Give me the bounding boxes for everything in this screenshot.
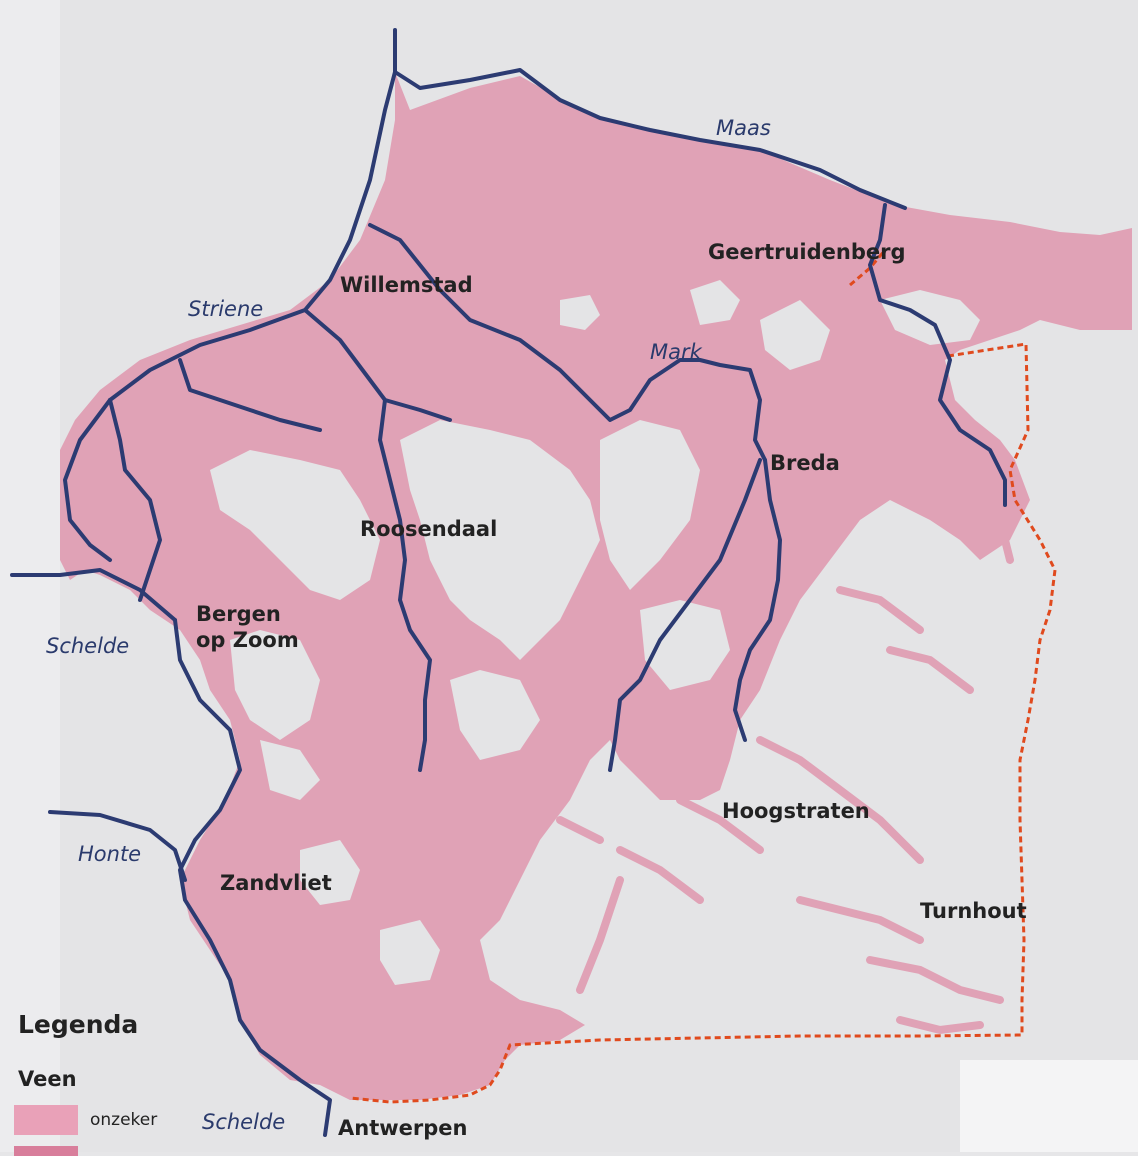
city-antwerpen: Antwerpen [338, 1116, 468, 1140]
city-zandvliet: Zandvliet [220, 871, 332, 895]
city-geertruidenberg: Geertruidenberg [708, 240, 906, 264]
legend-title: Legenda [18, 1010, 139, 1039]
city-turnhout: Turnhout [920, 899, 1027, 923]
city-willemstad: Willemstad [340, 273, 473, 297]
legend-swatch-onzeker [14, 1105, 78, 1135]
non-peat-patches [210, 280, 980, 985]
river-maas: Maas [716, 116, 771, 140]
city-bergen-line1: Bergen [196, 602, 281, 626]
rivers [10, 28, 1007, 1137]
river-schelde-bottom: Schelde [202, 1110, 286, 1134]
river-honte: Honte [78, 842, 142, 866]
legend-subtitle: Veen [18, 1067, 77, 1091]
legend-swatch-next [14, 1146, 78, 1156]
river-schelde-top: Schelde [46, 634, 130, 658]
city-bergen-line2: op Zoom [196, 628, 299, 652]
city-breda: Breda [770, 451, 840, 475]
river-striene: Striene [188, 297, 264, 321]
peat-streaks [556, 476, 1014, 1035]
city-hoogstraten: Hoogstraten [722, 799, 870, 823]
river-mark: Mark [650, 340, 702, 364]
legend-label-onzeker: onzeker [90, 1110, 158, 1130]
border-line [349, 342, 1057, 1104]
city-roosendaal: Roosendaal [360, 517, 498, 541]
